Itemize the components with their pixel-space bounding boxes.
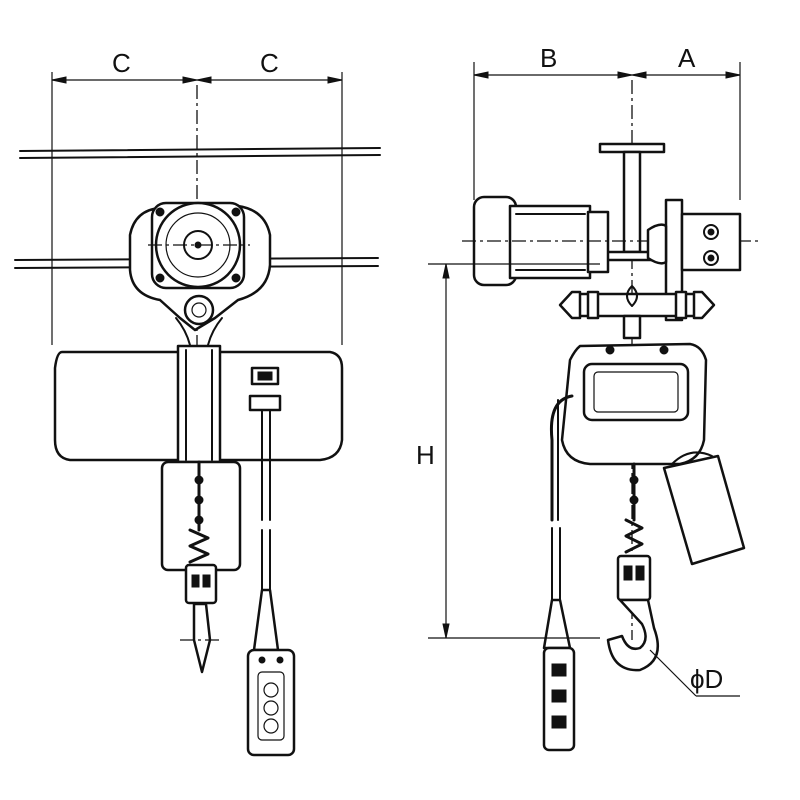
i-beam-section <box>596 142 668 262</box>
trolley-frame <box>128 201 272 346</box>
dimension-h: H <box>416 263 600 639</box>
front-view: C C <box>14 48 381 757</box>
dimension-a-label: A <box>678 43 696 73</box>
dimension-ba: B A <box>473 43 741 200</box>
dimension-c-right-label: C <box>260 48 279 78</box>
dimension-c: C C <box>51 48 343 345</box>
pendant-control-front <box>246 366 296 757</box>
pendant-control-side <box>542 394 576 752</box>
dimension-c-left-label: C <box>112 48 131 78</box>
motor <box>462 195 760 287</box>
trolley-side-plate <box>646 198 742 322</box>
dimension-h-label: H <box>416 440 435 470</box>
dimension-d-label: ϕD <box>690 664 723 694</box>
hoist-body-side <box>560 342 746 566</box>
cross-shaft <box>558 285 716 340</box>
load-chain-side <box>606 462 659 672</box>
hoist-body-front <box>53 344 344 572</box>
dimension-b-label: B <box>540 43 557 73</box>
load-chain-front <box>180 460 220 674</box>
side-view: B A <box>416 43 760 752</box>
dimension-d: ϕD <box>649 649 740 697</box>
